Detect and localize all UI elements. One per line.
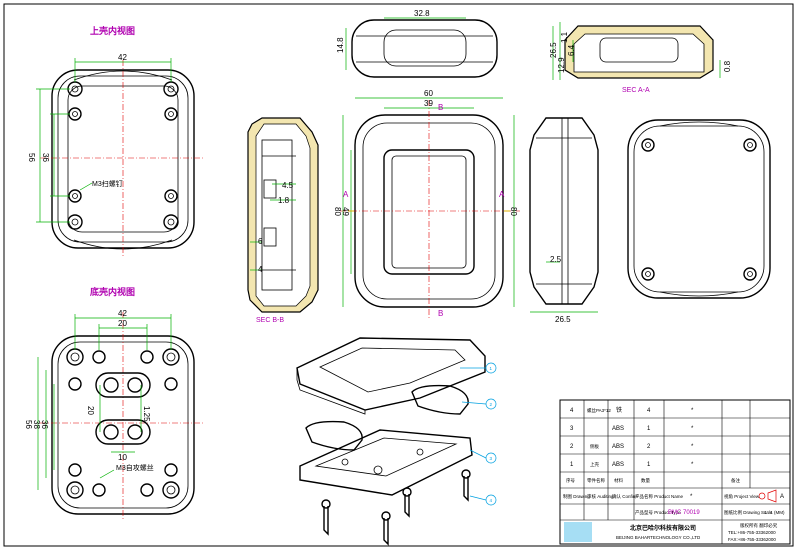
lbl-star: * (690, 494, 693, 500)
balloon-4-text: 4 (490, 498, 493, 503)
balloon-3-text: 3 (490, 456, 493, 461)
section-a-a (552, 22, 721, 80)
row1-note: * (691, 462, 694, 468)
balloon-1 (485, 362, 497, 374)
dim-bb-45: 4.5 (282, 181, 294, 190)
exploded-view (296, 337, 487, 546)
balloon-2 (485, 398, 497, 410)
bottom-inner-view (37, 312, 205, 520)
dim-front-39: 39 (424, 99, 433, 108)
dim-bot-20: 20 (118, 319, 127, 328)
front-view (340, 97, 520, 320)
dim-side-328: 32.8 (414, 9, 430, 18)
row2-qty: 2 (647, 444, 651, 450)
product-type: BMC 70019 (668, 510, 700, 516)
dim-aa-11: 1.1 (560, 31, 569, 43)
dim-front-49: 49 (341, 207, 350, 216)
contact-title: 版权所有 翻印必究 (740, 522, 778, 529)
row3-note: * (691, 426, 694, 432)
bottom-inner-title: 底壳内视图 (90, 286, 135, 297)
dim-top-42: 42 (118, 53, 127, 62)
dim-bot-36: 36 (40, 420, 49, 429)
company-cn: 北京巴哈尔科技有限公司 (630, 524, 696, 532)
drawing-scale: 1 : 1 (MM) (764, 510, 785, 515)
hdr-qty: 数量 (641, 477, 650, 484)
lbl-product-name: 产品名称 Product Name (635, 493, 684, 500)
dim-bot-38: 38 (32, 420, 41, 429)
hdr-mat: 材料 (614, 477, 623, 484)
row2-mat: ABS (612, 444, 624, 450)
m3-screw-label: M3扫螺钉 (92, 179, 123, 188)
m3-selftap-label: M3自攻螺丝 (116, 463, 154, 472)
dim-aa-08: 0.8 (723, 60, 732, 72)
sec-bb-label: SEC B-B (256, 317, 284, 324)
title-block (559, 399, 791, 545)
sec-aa-label: SEC A-A (622, 87, 650, 94)
section-b-b (247, 117, 319, 313)
row3-no: 3 (570, 426, 574, 432)
lbl-product-type: 产品型号 Product Type (635, 509, 681, 516)
row2-note: * (691, 444, 694, 450)
row1-name: 上壳 (590, 461, 599, 468)
hdr-no: 序号 (566, 477, 575, 484)
hdr-note: 备注 (731, 477, 740, 484)
right-side-view (529, 117, 599, 313)
row4-qty: 4 (647, 408, 651, 414)
row3-qty: 1 (647, 426, 651, 432)
lbl-drawing-scale: 图纸比例 Drawing Scale (724, 509, 773, 516)
row1-mat: ABS (612, 462, 624, 468)
dim-bot-125: 1.25 (142, 406, 151, 422)
row4-mat: 铁 (616, 406, 622, 414)
balloon-2-text: 2 (490, 402, 493, 407)
company-en: BEIJING BAHARTECHNOLOGY CO.,LTD (616, 535, 701, 540)
lbl-auditing: 审核 Auditing (587, 493, 614, 500)
lbl-confirm: 确认 Confirm (612, 493, 638, 500)
sec-marker-b-top: B (438, 103, 443, 112)
dim-bot-42: 42 (118, 309, 127, 318)
dim-front-60: 60 (424, 89, 433, 98)
back-view (627, 119, 771, 299)
dim-bot-20v: 20 (86, 406, 95, 415)
dim-aa-64: 6.4 (567, 44, 576, 56)
dim-rs-265: 26.5 (555, 315, 571, 324)
balloon-1-text: 1 (490, 366, 493, 371)
lbl-drawing: 制图 Drawing (563, 493, 590, 500)
dim-bot-10: 10 (118, 453, 127, 462)
dim-front-80: 80 (333, 207, 342, 216)
view-symbol: A (780, 494, 784, 500)
top-inner-view (36, 58, 205, 258)
dim-bb-4: 4 (258, 265, 263, 274)
row4-note: * (691, 408, 694, 414)
sheet-border (3, 3, 794, 547)
row1-no: 1 (570, 462, 574, 468)
hdr-name: 零件名称 (587, 477, 605, 484)
dim-bot-56: 56 (24, 420, 33, 429)
row3-mat: ABS (612, 426, 624, 432)
dim-side-148: 14.8 (336, 37, 345, 53)
lbl-project-view: 视角 Project View (724, 493, 760, 500)
dim-aa-129: 12.9 (557, 57, 566, 73)
dim-bb-6: 6 (258, 237, 263, 246)
balloon-3 (485, 452, 497, 464)
contact-tel: TEL:+86-755-33362000 (728, 530, 776, 535)
dim-bb-18: 1.8 (278, 196, 290, 205)
dim-front-80r: 80 (509, 207, 518, 216)
balloon-4 (485, 494, 497, 506)
row2-name: 侧板 (590, 443, 599, 450)
dim-top-56: 56 (27, 153, 36, 162)
contact-fax: FAX:+86-755-33362000 (728, 537, 776, 542)
dim-aa-265: 26.5 (549, 42, 558, 58)
top-inner-title: 上壳内视图 (90, 25, 135, 36)
dim-top-36: 36 (41, 153, 50, 162)
dim-rs-25: 2.5 (550, 255, 562, 264)
row2-no: 2 (570, 444, 574, 450)
row4-no: 4 (570, 408, 574, 414)
side-view-top (345, 17, 498, 78)
row1-qty: 1 (647, 462, 651, 468)
row4-name: 螺丝PA3*12 (587, 407, 611, 414)
sec-marker-a-right: A (499, 190, 505, 199)
sec-marker-b-bottom: B (438, 309, 443, 318)
sec-marker-a-left: A (343, 190, 349, 199)
